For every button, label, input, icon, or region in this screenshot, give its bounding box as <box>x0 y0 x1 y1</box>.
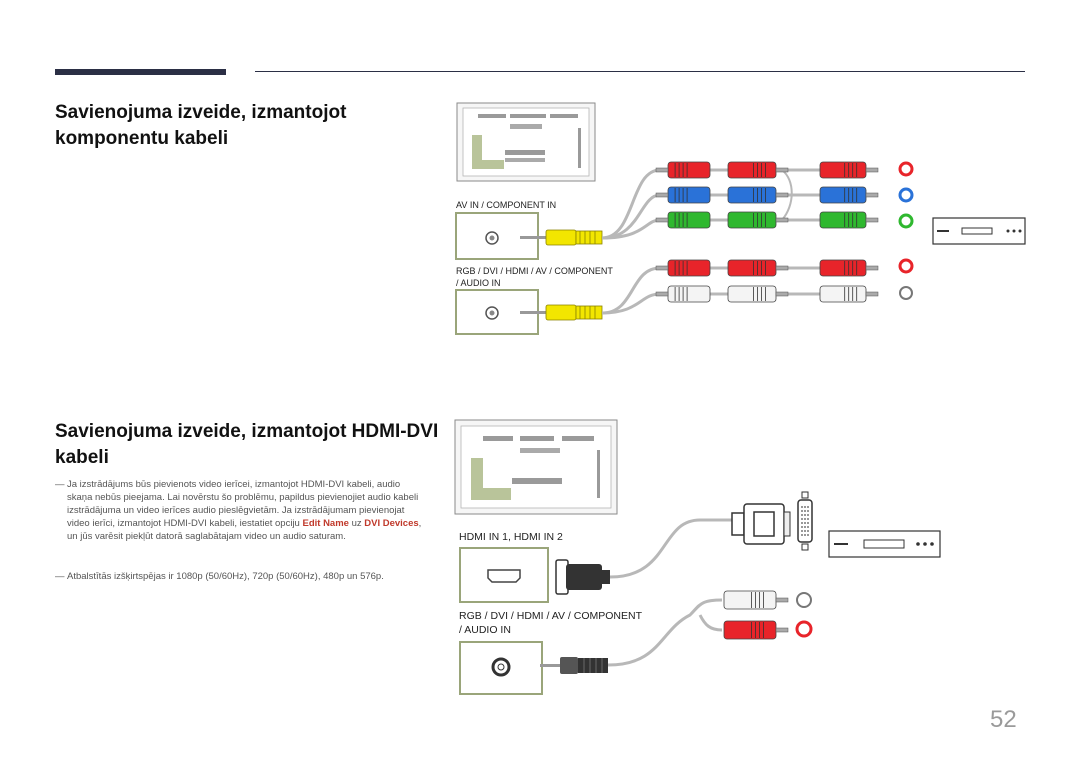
dvd-player-icon <box>932 217 1026 245</box>
rca-plug <box>819 259 879 277</box>
yellow-plug-av <box>520 229 603 246</box>
audio-in-port-panel-2 <box>459 641 543 695</box>
rca-plug <box>727 161 789 179</box>
rca-plug <box>723 590 789 610</box>
hdmi-plug <box>555 559 610 595</box>
page-number: 52 <box>990 706 1017 733</box>
source-jacks-audio <box>795 592 813 638</box>
rca-plug <box>819 161 879 179</box>
display-back-panel <box>456 102 596 182</box>
mini-jack-plug <box>540 657 608 674</box>
rca-plugs-component <box>655 161 879 303</box>
section1-title-line2: komponentu kabeli <box>55 128 229 149</box>
dvi-plug <box>731 503 791 545</box>
rca-plug <box>727 259 789 277</box>
display-back-panel-2 <box>454 419 618 515</box>
hdmi-dvi-cables <box>607 518 738 667</box>
section1-title-line1: Savienojuma izveide, izmantojot <box>55 102 347 123</box>
label-audio-in-1: RGB / DVI / HDMI / AV / COMPONENT / AUDI… <box>456 266 613 288</box>
edit-name-option: Edit Name <box>302 518 349 529</box>
rca-plug <box>655 161 711 179</box>
note-body: Atbalstītās izšķirtspējas ir 1080p (50/6… <box>67 571 384 582</box>
header-accent-bar <box>55 69 226 75</box>
dvd-player-icon-2 <box>828 530 941 558</box>
section2-title-line1: Savienojuma izveide, izmantojot HDMI-DVI <box>55 421 439 442</box>
rca-plug <box>655 211 711 229</box>
rca-plug <box>727 285 789 303</box>
header-rule <box>255 71 1025 72</box>
section2-title: Savienojuma izveide, izmantojot HDMI-DVI… <box>55 419 438 471</box>
yellow-plug-audio <box>520 304 603 321</box>
label-hdmi-in: HDMI IN 1, HDMI IN 2 <box>459 531 563 543</box>
rca-plug <box>819 211 879 229</box>
rca-plug <box>655 285 711 303</box>
note-hdmi-dvi-audio: ― Ja izstrādājums būs pievienots video i… <box>55 478 425 543</box>
section2-title-line2: kabeli <box>55 447 109 468</box>
source-jacks-component <box>898 161 914 300</box>
rca-plug <box>655 186 711 204</box>
rca-plugs-audio <box>723 590 789 640</box>
rca-plug <box>723 620 789 640</box>
rca-plug <box>727 186 789 204</box>
rca-plug <box>727 211 789 229</box>
note-dash: ― <box>55 479 65 490</box>
hdmi-in-port-panel <box>459 547 549 603</box>
rca-plug <box>819 186 879 204</box>
rca-plug <box>819 285 879 303</box>
label-av-component-in: AV IN / COMPONENT IN <box>456 200 557 210</box>
note-resolutions: ― Atbalstītās izšķirtspējas ir 1080p (50… <box>55 570 425 583</box>
section1-title: Savienojuma izveide, izmantojot komponen… <box>55 100 346 152</box>
note-body: Ja izstrādājums būs pievienots video ier… <box>67 479 422 542</box>
rca-plug <box>655 259 711 277</box>
label-audio-in-2: RGB / DVI / HDMI / AV / COMPONENT / AUDI… <box>459 610 642 636</box>
note-dash: ― <box>55 571 65 582</box>
dvi-port-icon <box>797 491 813 551</box>
component-cables <box>601 168 820 315</box>
dvi-devices-option: DVI Devices <box>364 518 419 529</box>
